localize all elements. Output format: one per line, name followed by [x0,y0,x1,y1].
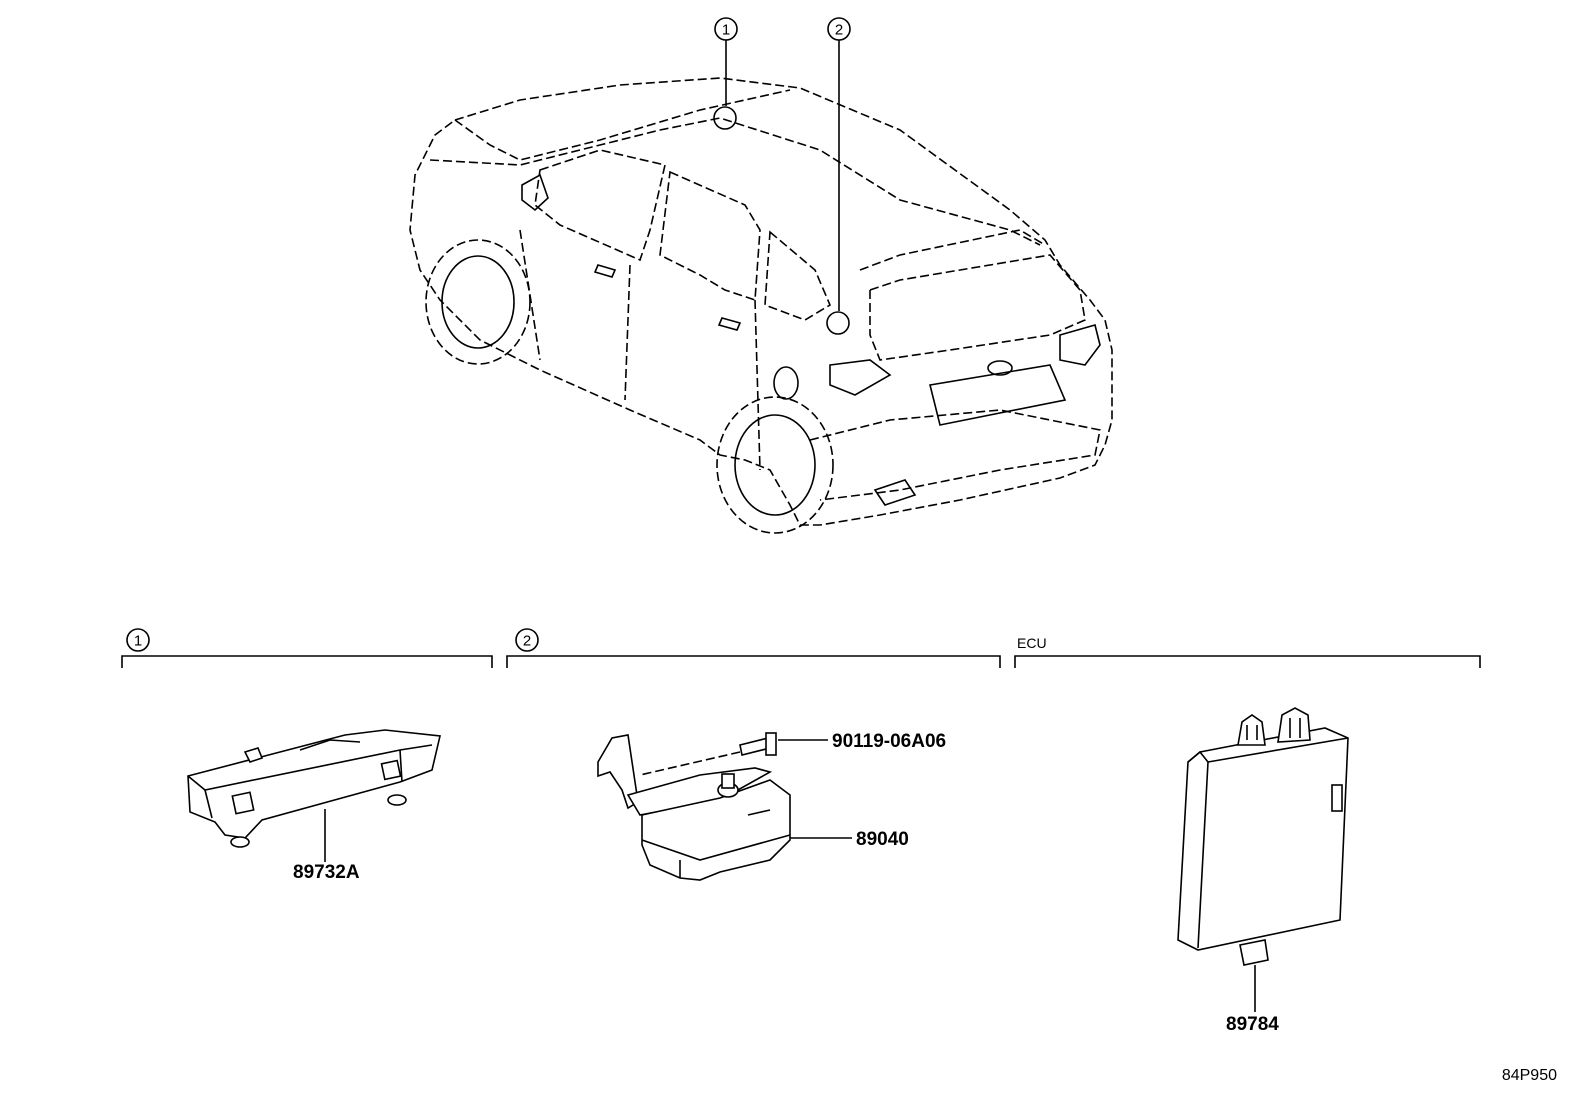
section-1-header: 1 [121,628,493,668]
part-label-90119-06a06: 90119-06A06 [832,731,946,752]
part-89784-illustration [1177,707,1349,1012]
callout-2-number: 2 [835,22,843,39]
section-ecu-header: ECU [1014,635,1481,668]
section-2-header: 2 [506,628,1001,668]
callout-1: 1 [714,17,738,106]
diagram-reference-code: 84P950 [1502,1067,1557,1084]
section-ecu-label: ECU [1017,635,1047,651]
callout-2: 2 [827,17,851,311]
part-label-89784: 89784 [1226,1014,1279,1035]
callout-1-number: 1 [722,22,730,39]
part-label-89040: 89040 [856,829,909,850]
section-2-number: 2 [523,633,531,650]
part-89732a-illustration [187,729,441,862]
part-label-89732a: 89732A [293,862,360,883]
vehicle-outline [409,77,1113,534]
part-89040-illustration [597,732,852,881]
section-1-number: 1 [134,633,142,650]
